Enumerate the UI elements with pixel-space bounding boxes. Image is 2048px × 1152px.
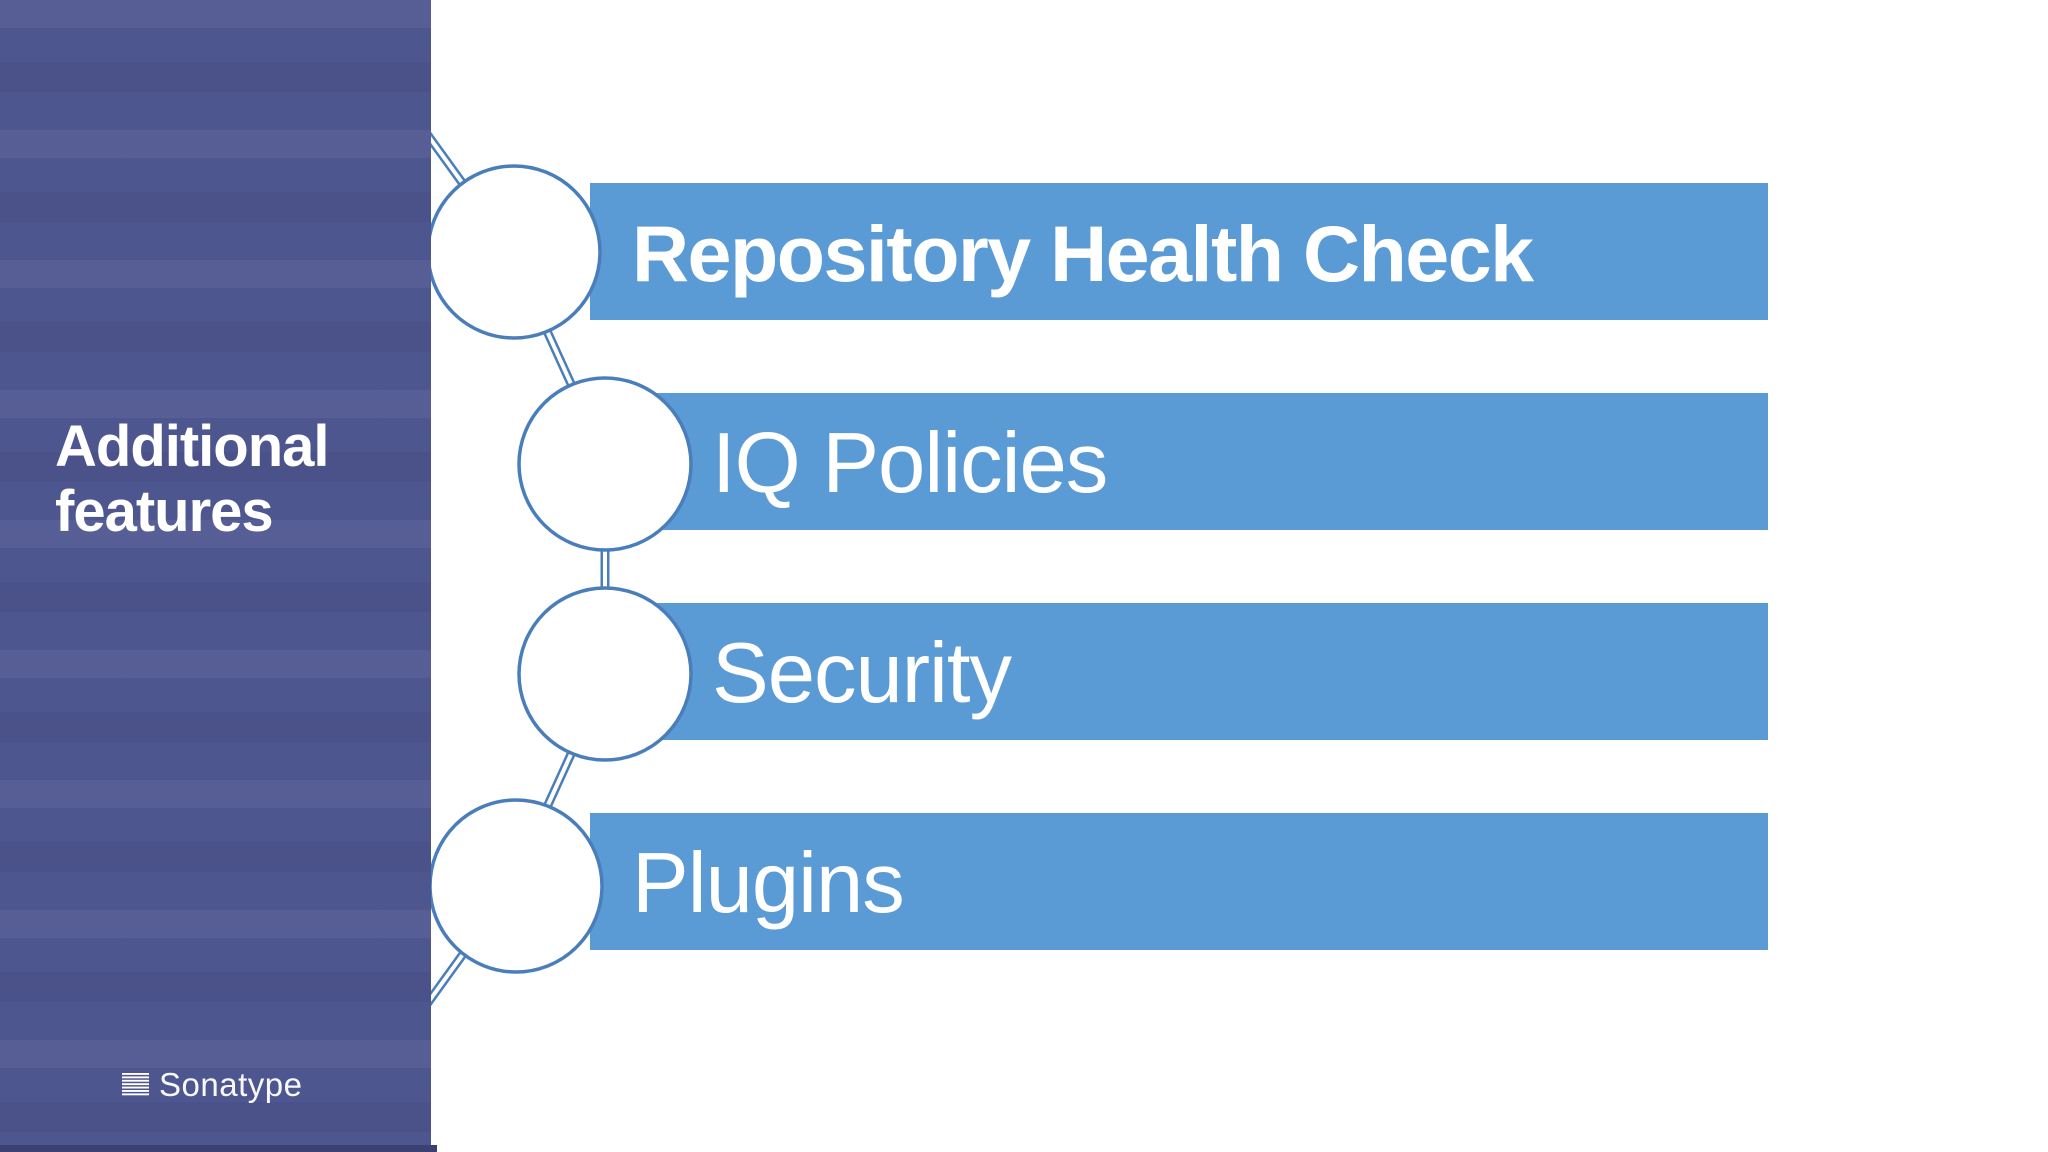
feature-bar-plugins: Plugins [590,813,1768,950]
sidebar: Additional features Sonatype [0,0,431,1145]
page-title: Additional features [55,414,330,544]
feature-bar-repository-health-check: Repository Health Check [590,183,1768,320]
feature-bar-security: Security [590,603,1768,740]
feature-bar-iq-policies: IQ Policies [590,393,1768,530]
feature-bar-label: Security [712,625,1012,721]
feature-bar-label: Repository Health Check [632,208,1534,298]
feature-bar-label: Plugins [632,835,905,931]
stacked-lines-icon [122,1073,149,1096]
logo-text: Sonatype [159,1066,303,1103]
feature-bar-label: IQ Policies [712,415,1108,511]
sonatype-logo: Sonatype [122,1066,302,1104]
sidebar-bottom-strip [0,1145,437,1152]
